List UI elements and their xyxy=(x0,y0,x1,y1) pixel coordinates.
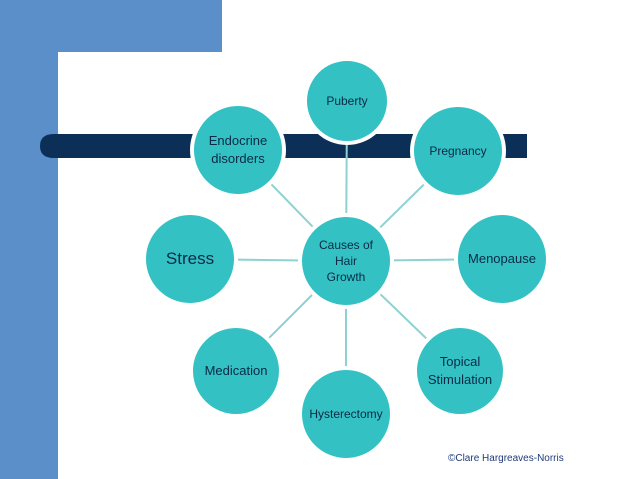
node-menopause: Menopause xyxy=(454,211,550,307)
node-label: Hysterectomy xyxy=(309,406,383,421)
node-medication: Medication xyxy=(189,324,283,418)
node-label: Menopause xyxy=(468,251,536,267)
node-label: Puberty xyxy=(326,93,368,108)
node-pregnancy: Pregnancy xyxy=(410,103,506,199)
node-label: Topical Stimulation xyxy=(427,354,493,387)
node-hysterectomy: Hysterectomy xyxy=(298,366,394,462)
copyright-credit: ©Clare Hargreaves-Norris xyxy=(448,453,564,464)
node-topical-stimulation: Topical Stimulation xyxy=(413,324,507,418)
node-label: Pregnancy xyxy=(429,143,487,158)
node-label: Stress xyxy=(165,248,215,268)
node-endocrine-disorders: Endocrine disorders xyxy=(190,102,286,198)
node-stress: Stress xyxy=(142,211,238,307)
center-node: Causes of Hair Growth xyxy=(298,213,394,309)
node-label: Endocrine disorders xyxy=(208,133,268,166)
node-puberty: Puberty xyxy=(303,57,391,145)
node-label: Medication xyxy=(204,363,268,379)
center-label: Causes of Hair Growth xyxy=(318,237,374,285)
